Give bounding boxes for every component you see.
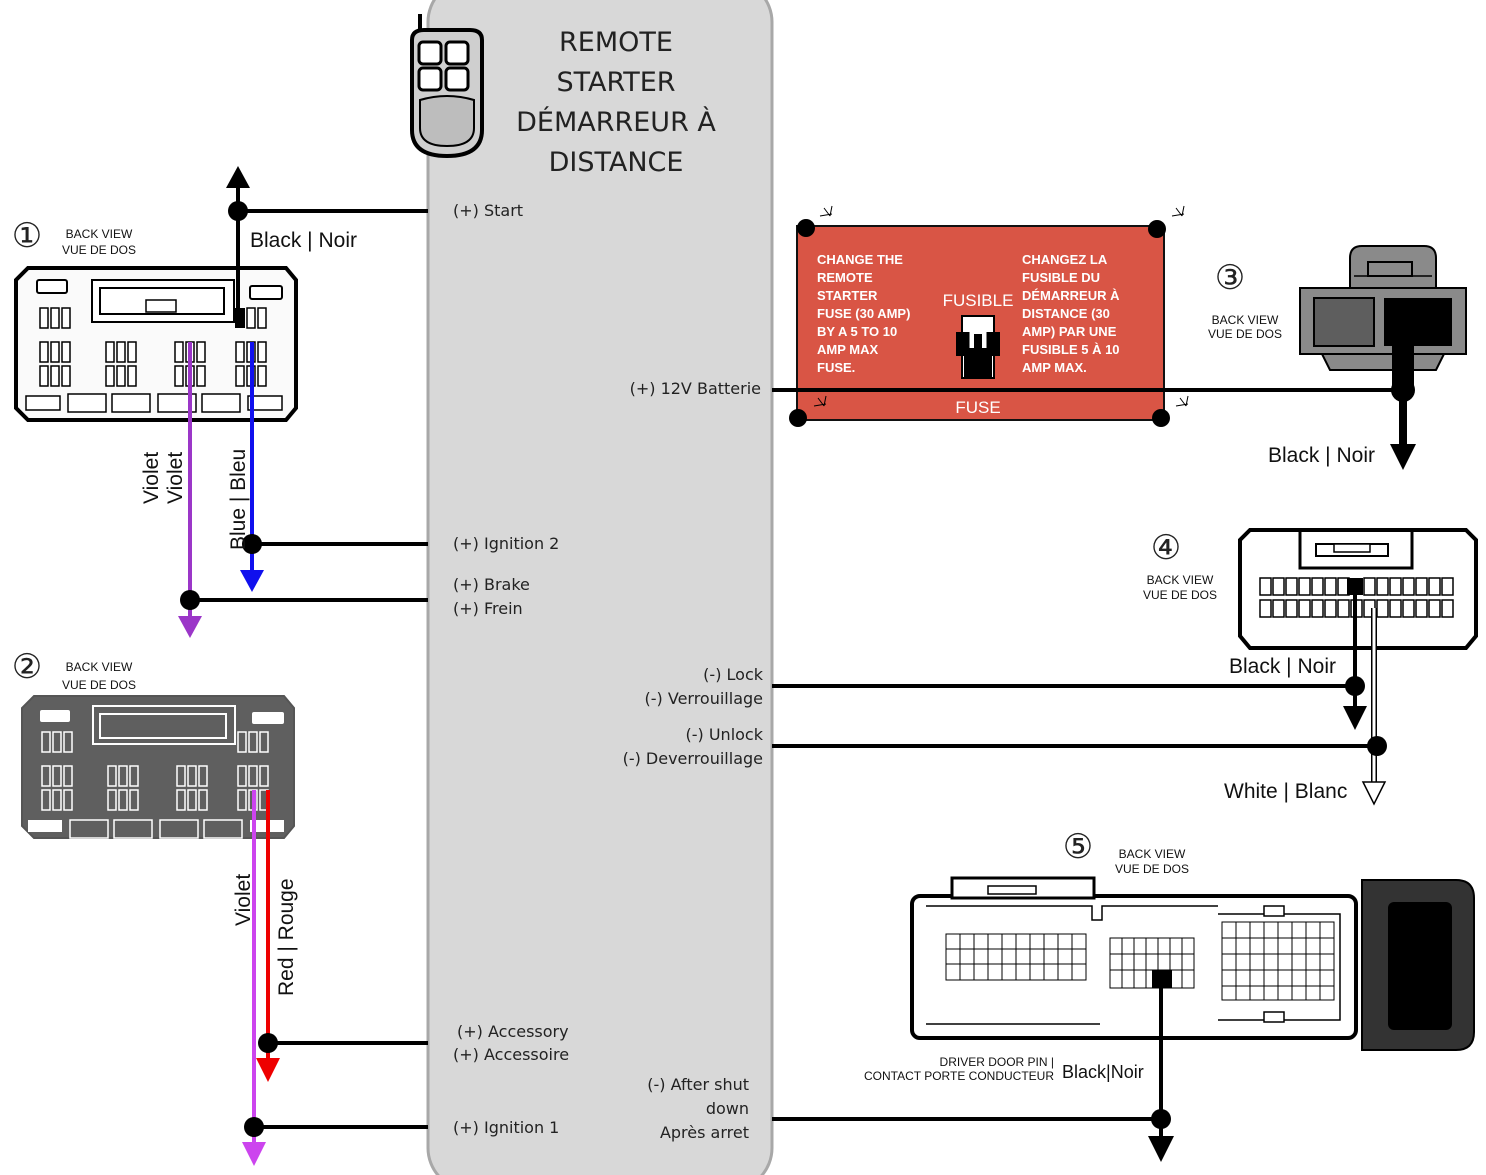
connector-4: ④ BACK VIEW VUE DE DOS — [1143, 528, 1478, 650]
terminal-verrouillage: (-) Verrouillage — [645, 689, 763, 708]
wire-ignition1: Violet — [232, 790, 428, 1166]
wire-red-label: Red | Rouge — [275, 878, 298, 996]
fuse-text-en-2: REMOTE — [817, 270, 873, 285]
module-title-4: DISTANCE — [549, 147, 684, 178]
fuse-bottom-label: FUSE — [955, 398, 1000, 417]
fuse-text-en-7: FUSE. — [817, 360, 855, 375]
terminal-after-shutdown-3: Après arret — [660, 1123, 749, 1142]
connector-3: ③ BACK VIEW VUE DE DOS — [1208, 245, 1467, 371]
terminal-after-shutdown-2: down — [706, 1099, 749, 1118]
module-title-1: REMOTE — [559, 27, 673, 58]
wire-lock-label: Black | Noir — [1229, 655, 1336, 678]
fuse-text-fr-3: DÉMARREUR À — [1022, 288, 1120, 303]
fuse-text-fr-6: FUSIBLE 5 À 10 — [1022, 342, 1120, 357]
connector-5-view-en: BACK VIEW — [1119, 847, 1186, 861]
connector-1-view-en: BACK VIEW — [66, 227, 133, 241]
connector-2-number: ② — [12, 647, 42, 687]
fuse-text-en-1: CHANGE THE — [817, 252, 903, 267]
spark-icon — [813, 205, 1189, 407]
wire-battery: Black | Noir — [772, 346, 1416, 470]
fuse-icon — [956, 315, 1000, 379]
connector-4-view-fr: VUE DE DOS — [1143, 588, 1217, 602]
fuse-box: CHANGE THE REMOTE STARTER FUSE (30 AMP) … — [789, 205, 1189, 427]
terminal-lock: (-) Lock — [703, 665, 764, 684]
terminal-accessory: (+) Accessory — [457, 1022, 569, 1041]
fuse-text-en-6: AMP MAX — [817, 342, 878, 357]
connector-5-caption-2: CONTACT PORTE CONDUCTEUR — [864, 1069, 1054, 1083]
connector-5-caption-1: DRIVER DOOR PIN | — [940, 1055, 1054, 1069]
wire-blue-label: Blue | Bleu — [227, 449, 250, 550]
fuse-text-en-3: STARTER — [817, 288, 878, 303]
fuse-text-fr-5: AMP) PAR UNE — [1022, 324, 1117, 339]
wire-unlock: White | Blanc — [772, 608, 1387, 806]
module-title-2: STARTER — [556, 67, 675, 98]
connector-4-number: ④ — [1151, 528, 1181, 568]
connector-3-view-en: BACK VIEW — [1212, 313, 1279, 327]
connector-5-view-fr: VUE DE DOS — [1115, 862, 1189, 876]
connector-4-view-en: BACK VIEW — [1147, 573, 1214, 587]
connector-3-number: ③ — [1215, 258, 1245, 298]
wire-unlock-label: White | Blanc — [1224, 780, 1347, 803]
terminal-after-shutdown-1: (-) After shut — [647, 1075, 749, 1094]
connector-2-view-fr: VUE DE DOS — [62, 678, 136, 692]
fuse-text-fr-1: CHANGEZ LA — [1022, 252, 1108, 267]
connector-1-number: ① — [12, 216, 42, 256]
connector-1: ① BACK VIEW VUE DE DOS — [12, 216, 298, 422]
fuse-text-en-4: FUSE (30 AMP) — [817, 306, 910, 321]
wire-lock: Black | Noir — [772, 590, 1367, 730]
terminal-accessoire: (+) Accessoire — [453, 1045, 569, 1064]
terminal-unlock: (-) Unlock — [686, 725, 764, 744]
terminal-ignition2: (+) Ignition 2 — [453, 534, 559, 553]
remote-starter-module — [426, 0, 774, 1175]
connector-3-view-fr: VUE DE DOS — [1208, 327, 1282, 341]
fuse-text-en-5: BY A 5 TO 10 — [817, 324, 897, 339]
wire-ignition2: Blue | Bleu — [227, 342, 428, 592]
connector-5-number: ⑤ — [1063, 827, 1093, 867]
wire-brake: Violet Violet — [140, 342, 428, 638]
module-title-3: DÉMARREUR À — [516, 106, 716, 138]
wire-door-label: Black|Noir — [1062, 1062, 1144, 1082]
remote-fob-icon — [410, 14, 484, 159]
fuse-text-fr-4: DISTANCE (30 — [1022, 306, 1110, 321]
wire-violet1-label-1: Violet — [140, 452, 163, 504]
terminal-frein: (+) Frein — [453, 599, 523, 618]
wire-start-label: Black | Noir — [250, 229, 357, 252]
wire-violet2-label: Violet — [232, 874, 255, 926]
connector-5: ⑤ BACK VIEW VUE DE DOS DRIVER DOOR PIN |… — [864, 827, 1475, 1083]
terminal-start: (+) Start — [453, 201, 523, 220]
wire-violet1-label-2: Violet — [164, 452, 187, 504]
wire-start: Black | Noir — [226, 166, 428, 318]
terminal-deverrouillage: (-) Deverrouillage — [623, 749, 763, 768]
terminal-brake: (+) Brake — [453, 575, 530, 594]
wire-door-pin: Black|Noir — [772, 984, 1174, 1162]
wire-battery-label: Black | Noir — [1268, 444, 1375, 467]
connector-2: ② BACK VIEW VUE DE DOS — [12, 647, 295, 839]
connector-1-view-fr: VUE DE DOS — [62, 243, 136, 257]
fuse-text-fr-7: AMP MAX. — [1022, 360, 1087, 375]
fuse-text-fr-2: FUSIBLE DU — [1022, 270, 1100, 285]
fuse-center-label: FUSIBLE — [943, 291, 1014, 310]
connector-2-view-en: BACK VIEW — [66, 660, 133, 674]
terminal-ignition1: (+) Ignition 1 — [453, 1118, 559, 1137]
terminal-battery: (+) 12V Batterie — [630, 379, 761, 398]
wire-accessory: Red | Rouge — [256, 790, 428, 1082]
